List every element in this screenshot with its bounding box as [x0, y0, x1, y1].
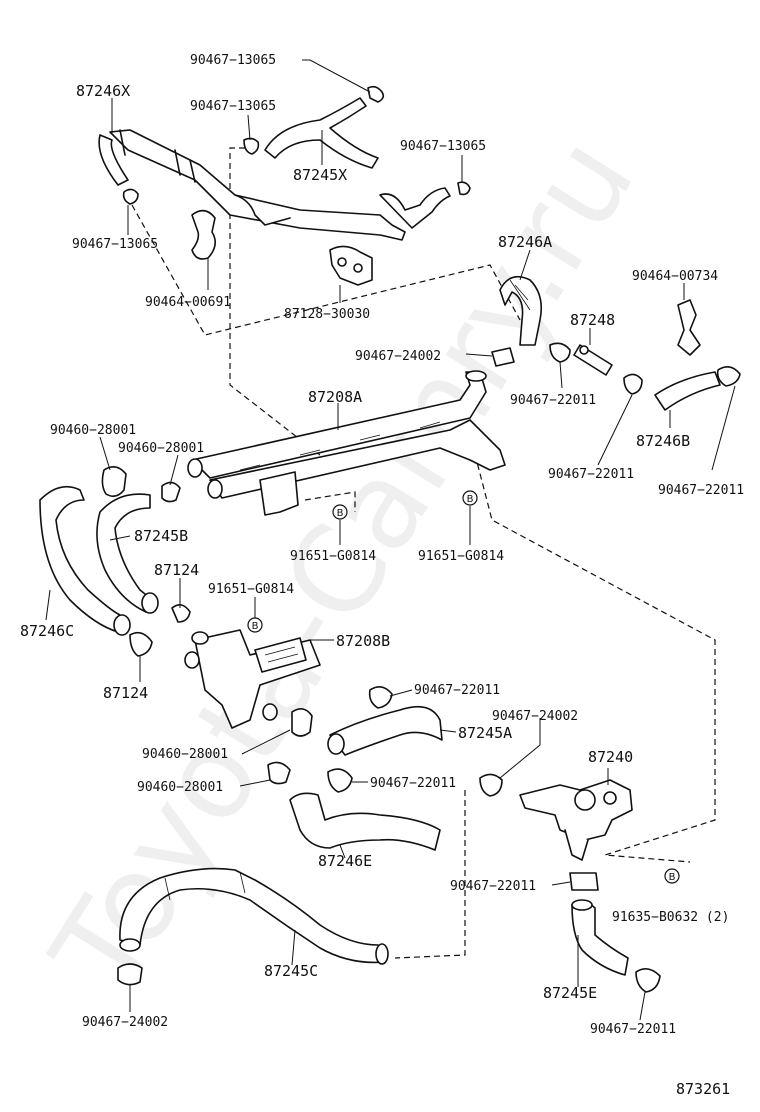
bolt-mark-91651-g0814-a: B — [332, 504, 348, 520]
label-87124-a: 87124 — [154, 561, 199, 579]
label-90467-22011-e: 90467−22011 — [370, 776, 456, 791]
label-90467-13065-b: 90467−13065 — [190, 99, 276, 114]
diagram-id: 873261 — [676, 1080, 730, 1098]
clamp-90460-28001-a — [101, 466, 127, 498]
bracket-87128-30030 — [329, 245, 373, 286]
label-90467-22011-d: 90467−22011 — [414, 683, 500, 698]
bolt-mark-91651-g0814-b: B — [462, 490, 478, 506]
label-90460-28001-b: 90460−28001 — [118, 441, 204, 456]
label-91651-g0814-c: 91651−G0814 — [208, 582, 294, 597]
label-90467-24002-c: 90467−24002 — [82, 1015, 168, 1030]
bolt-mark-91635-b0632: B — [664, 868, 680, 884]
clip-90464-00734 — [677, 299, 701, 356]
clamp-90467-13065-d — [122, 188, 139, 205]
clamp-90467-22011-d — [368, 686, 393, 709]
clamp-90460-28001-c — [291, 708, 313, 737]
clamp-90467-24002-a — [491, 347, 515, 367]
valve-87240 — [519, 779, 633, 861]
label-90460-28001-a: 90460−28001 — [50, 423, 136, 438]
label-90460-28001-d: 90460−28001 — [137, 780, 223, 795]
clamp-90467-24002-c — [117, 963, 143, 986]
label-87245e: 87245E — [543, 984, 597, 1002]
label-90467-13065-c: 90467−13065 — [400, 139, 486, 154]
clamp-87124-a — [171, 604, 191, 623]
label-87208a: 87208A — [308, 388, 362, 406]
svg-text:B: B — [669, 872, 676, 883]
clamp-90467-13065-b — [243, 137, 260, 155]
label-90460-28001-c: 90460−28001 — [142, 747, 228, 762]
label-90464-00734: 90464−00734 — [632, 269, 718, 284]
label-91635-b0632: 91635−B0632 (2) — [612, 910, 729, 925]
label-87245a: 87245A — [458, 724, 512, 742]
label-87248: 87248 — [570, 311, 615, 329]
clamp-90467-22011-right — [716, 366, 741, 387]
label-87246c: 87246C — [20, 622, 74, 640]
label-87124-b: 87124 — [103, 684, 148, 702]
pipe-87208a — [187, 370, 506, 516]
hose-87245b — [96, 493, 159, 614]
label-91651-g0814-a: 91651−G0814 — [290, 549, 376, 564]
label-90467-22011-b: 90467−22011 — [548, 467, 634, 482]
leader-lines — [45, 59, 736, 1021]
label-87245x: 87245X — [293, 166, 347, 184]
clip-90464-00691 — [191, 209, 216, 260]
label-87246e: 87246E — [318, 852, 372, 870]
label-87246x: 87246X — [76, 82, 130, 100]
label-90464-00691: 90464−00691 — [145, 295, 231, 310]
svg-text:B: B — [252, 621, 259, 632]
clamp-90467-13065-c — [457, 181, 471, 196]
bolt-mark-91651-g0814-c: B — [247, 617, 263, 633]
label-90467-22011-c: 90467−22011 — [658, 483, 744, 498]
clamp-90467-22011-e — [327, 768, 353, 793]
clamp-90460-28001-d — [267, 761, 291, 785]
clamp-90467-22011-a — [549, 342, 571, 363]
label-90467-13065-d: 90467−13065 — [72, 237, 158, 252]
clamp-90467-24002-b — [479, 773, 503, 797]
svg-text:B: B — [337, 508, 344, 519]
clamp-90467-22011-f — [569, 872, 599, 891]
label-90467-24002-a: 90467−24002 — [355, 349, 441, 364]
hose-87246b — [654, 371, 721, 411]
hose-87245a — [327, 705, 443, 756]
label-87240: 87240 — [588, 748, 633, 766]
clamp-90460-28001-b — [161, 481, 181, 503]
hose-87246a — [499, 275, 543, 346]
label-90467-13065-a: 90467−13065 — [190, 53, 276, 68]
label-90467-22011-f: 90467−22011 — [450, 879, 536, 894]
label-87208b: 87208B — [336, 632, 390, 650]
hose-87245c — [119, 867, 389, 965]
clamp-87124-b — [129, 631, 153, 657]
part-labels: 90467−13065 87246X 90467−13065 90467−130… — [20, 53, 744, 1098]
label-90467-22011-g: 90467−22011 — [590, 1022, 676, 1037]
label-87246b: 87246B — [636, 432, 690, 450]
hose-87246c — [39, 485, 131, 636]
label-87128-30030: 87128−30030 — [284, 307, 370, 322]
label-90467-22011-a: 90467−22011 — [510, 393, 596, 408]
pipe-87248 — [573, 344, 613, 376]
label-90467-24002-b: 90467−24002 — [492, 709, 578, 724]
clamp-90467-22011-b — [623, 373, 643, 395]
hose-87246e — [289, 792, 441, 851]
label-87246a: 87246A — [498, 233, 552, 251]
label-87245c: 87245C — [264, 962, 318, 980]
valve-87208b — [184, 629, 321, 729]
clamp-90467-22011-g — [635, 968, 661, 993]
label-87245b: 87245B — [134, 527, 188, 545]
clamp-90467-13065-a — [367, 85, 385, 103]
svg-text:B: B — [467, 494, 474, 505]
label-91651-g0814-b: 91651−G0814 — [418, 549, 504, 564]
hose-87246x — [98, 129, 451, 241]
